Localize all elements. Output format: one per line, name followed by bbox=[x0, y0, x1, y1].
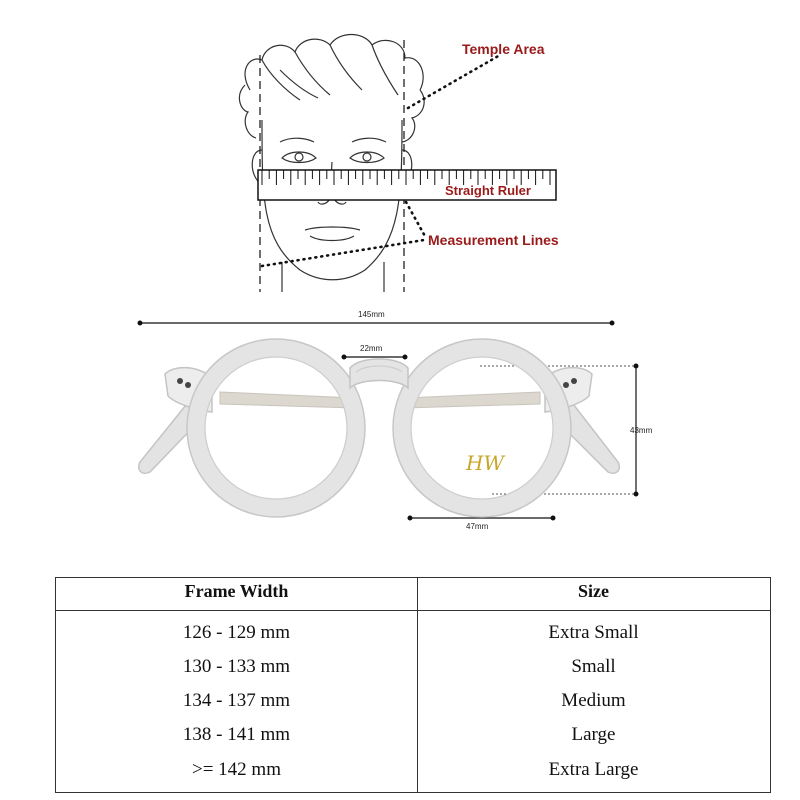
dimension-lines bbox=[137, 320, 639, 521]
table-cell-size: Large bbox=[571, 724, 616, 745]
table-cell-size: Extra Large bbox=[548, 759, 639, 780]
straight-ruler-label: Straight Ruler bbox=[445, 183, 531, 198]
brand-logo: HW bbox=[465, 451, 505, 475]
total-width-label: 145mm bbox=[358, 310, 385, 319]
temple-area-label: Temple Area bbox=[462, 41, 545, 57]
table-cell-width: 126 - 129 mm bbox=[182, 622, 291, 643]
straight-ruler: Straight Ruler bbox=[257, 169, 557, 201]
glasses-image: HW bbox=[138, 338, 620, 518]
table-cell-size: Medium bbox=[561, 690, 626, 711]
lens-width-label: 47mm bbox=[466, 522, 489, 531]
sizing-illustration: Straight Ruler Temple Area Measurement L… bbox=[137, 33, 653, 531]
frame-width-header: Frame Width bbox=[184, 581, 289, 601]
bridge bbox=[349, 358, 409, 390]
bridge-width-label: 22mm bbox=[360, 344, 383, 353]
lens-height-label: 43mm bbox=[630, 426, 653, 435]
table-cell-size: Extra Small bbox=[548, 622, 639, 643]
table-cell-size: Small bbox=[571, 656, 616, 677]
table-cell-width: 134 - 137 mm bbox=[182, 690, 291, 711]
table-header-row bbox=[56, 578, 770, 611]
size-table: Frame Width 126 - 129 mm 130 - 133 mm 13… bbox=[55, 577, 771, 793]
measurement-lines-label: Measurement Lines bbox=[428, 232, 559, 248]
right-lens-rim bbox=[393, 339, 571, 517]
table-cell-width: >= 142 mm bbox=[192, 759, 281, 780]
left-lens-rim bbox=[187, 339, 365, 517]
leader-lines bbox=[260, 53, 502, 268]
size-column: Size Extra Small Small Medium Large Extr… bbox=[417, 578, 770, 792]
table-cell-width: 130 - 133 mm bbox=[182, 656, 291, 677]
size-header: Size bbox=[578, 581, 609, 601]
table-cell-width: 138 - 141 mm bbox=[182, 724, 291, 745]
frame-width-column: Frame Width 126 - 129 mm 130 - 133 mm 13… bbox=[56, 578, 418, 792]
face-sketch bbox=[238, 33, 425, 292]
